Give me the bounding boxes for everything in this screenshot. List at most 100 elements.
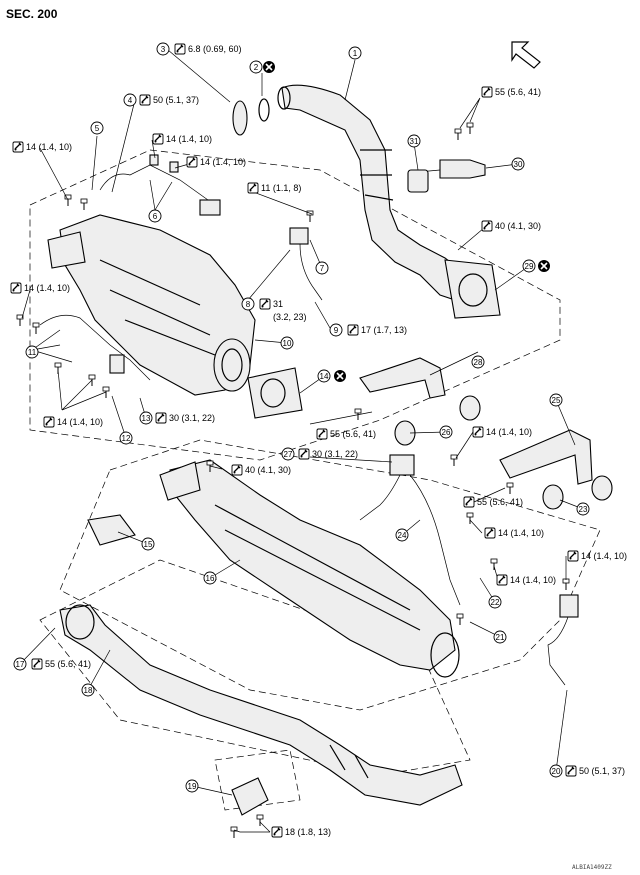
sensor-harness-upper [39, 154, 323, 381]
callout-18: 18 [81, 683, 95, 697]
torque-spec: 30 (3.1, 22) [298, 448, 358, 460]
callout-29: 29 [522, 259, 536, 273]
callout-7-label: 7 [320, 264, 325, 273]
torque-spec: 14 (1.4, 10) [496, 574, 556, 586]
torque-value: 6.8 (0.69, 60) [188, 44, 242, 54]
torque-wrench-icon [259, 298, 271, 310]
torque-value: 17 (1.7, 13) [361, 325, 407, 335]
torque-wrench-icon [567, 550, 579, 562]
catalytic-converter [47, 214, 256, 396]
front-exhaust-tube [232, 84, 501, 319]
torque-value: 30 (3.1, 22) [312, 449, 358, 459]
torque-value: 14 (1.4, 10) [57, 417, 103, 427]
torque-value: 31 [273, 299, 283, 309]
torque-wrench-icon [174, 43, 186, 55]
callout-5-label: 5 [95, 124, 100, 133]
callout-29-label: 29 [525, 262, 534, 271]
callout-14-label: 14 [320, 372, 329, 381]
torque-spec: 14 (1.4, 10) [10, 282, 70, 294]
torque-spec: 6.8 (0.69, 60) [174, 43, 242, 55]
torque-value: 14 (1.4, 10) [581, 551, 627, 561]
torque-value: 14 (1.4, 10) [498, 528, 544, 538]
torque-spec: 14 (1.4, 10) [152, 133, 212, 145]
bracket-19 [231, 777, 269, 816]
callout-25: 25 [549, 393, 563, 407]
callout-15: 15 [141, 537, 155, 551]
torque-value: 55 (5.6, 41) [330, 429, 376, 439]
callout-3: 3 [156, 42, 170, 56]
torque-wrench-icon [484, 527, 496, 539]
torque-spec: 50 (5.1, 37) [565, 765, 625, 777]
torque-wrench-icon [271, 826, 283, 838]
callout-22: 22 [488, 595, 502, 609]
callout-4-label: 4 [128, 96, 133, 105]
hanger-bracket-25 [499, 429, 613, 510]
torque-value: 14 (1.4, 10) [26, 142, 72, 152]
torque-value: 14 (1.4, 10) [510, 575, 556, 585]
torque-spec: 30 (3.1, 22) [155, 412, 215, 424]
callout-31-label: 31 [410, 137, 419, 146]
torque-wrench-icon [10, 282, 22, 294]
torque-wrench-icon [316, 428, 328, 440]
callout-17: 17 [13, 657, 27, 671]
torque-wrench-icon [155, 412, 167, 424]
torque-spec: 55 (5.6, 41) [316, 428, 376, 440]
callout-22-label: 22 [491, 598, 500, 607]
torque-wrench-icon [298, 448, 310, 460]
callout-12-label: 12 [122, 434, 131, 443]
callout-markers: 1 2 3 4 5 6 7 8 9 10 11 12 13 14 15 16 1… [13, 42, 590, 793]
torque-spec: 14 (1.4, 10) [484, 527, 544, 539]
callout-26-label: 26 [442, 428, 451, 437]
torque-wrench-icon [231, 464, 243, 476]
torque-wrench-icon [481, 86, 493, 98]
torque-wrench-icon [12, 141, 24, 153]
callout-13-label: 13 [142, 414, 151, 423]
callout-5: 5 [90, 121, 104, 135]
callout-11: 11 [25, 345, 39, 359]
torque-value: 55 (5.6, 41) [45, 659, 91, 669]
callout-27: 27 [281, 447, 295, 461]
callout-28-label: 28 [474, 358, 483, 367]
torque-wrench-icon [139, 94, 151, 106]
torque-value: 50 (5.1, 37) [153, 95, 199, 105]
sensor-harness-lower [359, 454, 579, 686]
callout-24-label: 24 [398, 531, 407, 540]
non-reusable-icon [333, 369, 347, 383]
torque-wrench-icon [496, 574, 508, 586]
non-reusable-icon [537, 259, 551, 273]
callout-13: 13 [139, 411, 153, 425]
callout-2-label: 2 [254, 63, 259, 72]
callout-10: 10 [280, 336, 294, 350]
torque-specs: 6.8 (0.69, 60) 50 (5.1, 37) 14 (1.4, 10)… [10, 43, 627, 838]
torque-wrench-icon [463, 496, 475, 508]
torque-spec: 55 (5.6, 41) [481, 86, 541, 98]
callout-10-label: 10 [283, 339, 292, 348]
bracket-15 [87, 514, 136, 546]
callout-21: 21 [493, 630, 507, 644]
callout-24: 24 [395, 528, 409, 542]
callout-23: 23 [576, 502, 590, 516]
torque-value: 14 (1.4, 10) [486, 427, 532, 437]
callout-8-label: 8 [246, 300, 251, 309]
torque-value: 40 (4.1, 30) [245, 465, 291, 475]
gasket-14 [247, 367, 303, 419]
callout-25-label: 25 [552, 396, 561, 405]
torque-wrench-icon [347, 324, 359, 336]
diagram-code: ALBIA1409ZZ [572, 864, 612, 871]
non-reusable-icon [262, 60, 276, 74]
torque-spec: 31 [259, 298, 283, 310]
torque-value: 55 (5.6, 41) [477, 497, 523, 507]
torque-spec: 14 (1.4, 10) [12, 141, 72, 153]
torque-spec: 40 (4.1, 30) [231, 464, 291, 476]
torque-value: 18 (1.8, 13) [285, 827, 331, 837]
torque-spec: 55 (5.6, 41) [31, 658, 91, 670]
torque-spec: 11 (1.1, 8) [247, 182, 301, 194]
callout-19-label: 19 [188, 782, 197, 791]
torque-spec: 50 (5.1, 37) [139, 94, 199, 106]
sensor-30 [407, 159, 486, 193]
callout-30: 30 [511, 157, 525, 171]
tail-pipe [59, 604, 463, 806]
torque-value: 30 (3.1, 22) [169, 413, 215, 423]
callout-31: 31 [407, 134, 421, 148]
